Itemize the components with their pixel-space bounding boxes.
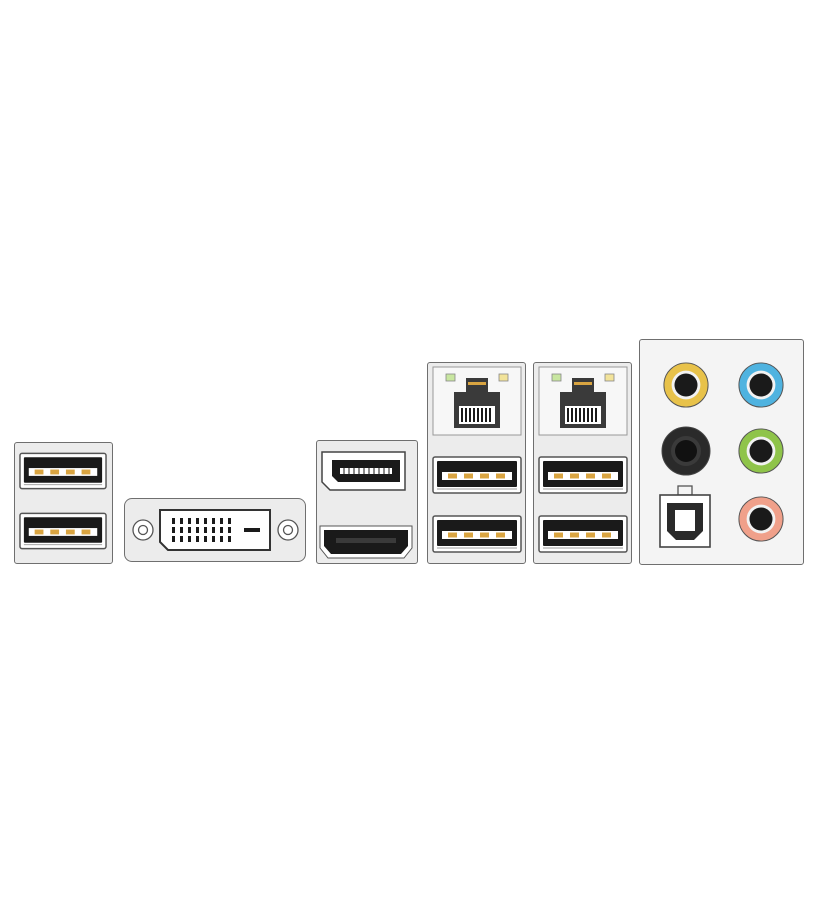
usb-port-icon[interactable]	[432, 456, 522, 494]
usb-port-icon[interactable]	[19, 512, 107, 550]
audio-jack-icon[interactable]	[738, 496, 784, 542]
rj45-lan-port-icon[interactable]	[432, 366, 522, 436]
dvi-port-icon[interactable]	[132, 509, 299, 551]
usb-port-icon[interactable]	[432, 515, 522, 553]
displayport-icon[interactable]	[321, 451, 406, 491]
rj45-lan-port-icon[interactable]	[538, 366, 628, 436]
usb-port-icon[interactable]	[19, 452, 107, 490]
hdmi-port-icon[interactable]	[319, 525, 413, 559]
audio-jack-icon[interactable]	[663, 362, 709, 408]
audio-jack-icon[interactable]	[738, 428, 784, 474]
audio-jack-icon[interactable]	[738, 362, 784, 408]
audio-jack-icon[interactable]	[661, 426, 711, 476]
usb-port-icon[interactable]	[538, 515, 628, 553]
optical-spdif-port-icon[interactable]	[659, 485, 711, 548]
usb-port-icon[interactable]	[538, 456, 628, 494]
